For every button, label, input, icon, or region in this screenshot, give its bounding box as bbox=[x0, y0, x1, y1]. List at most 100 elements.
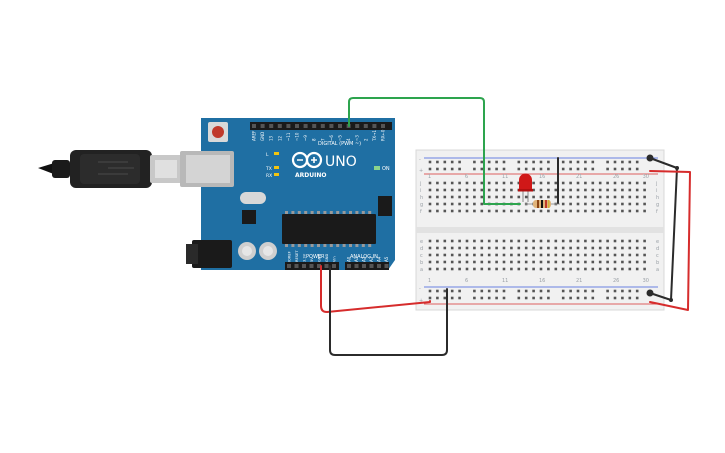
breadboard-hole[interactable] bbox=[628, 267, 632, 271]
breadboard-hole[interactable] bbox=[458, 188, 461, 192]
rail-hole[interactable] bbox=[458, 289, 461, 293]
digital-pin-hole[interactable] bbox=[355, 124, 360, 128]
rail-hole[interactable] bbox=[436, 289, 439, 293]
breadboard-hole[interactable] bbox=[547, 195, 550, 199]
rail-hole[interactable] bbox=[591, 296, 595, 300]
breadboard-hole[interactable] bbox=[569, 253, 572, 257]
rail-hole[interactable] bbox=[495, 167, 498, 171]
rail-hole[interactable] bbox=[591, 167, 595, 171]
breadboard-hole[interactable] bbox=[584, 202, 587, 206]
breadboard-hole[interactable] bbox=[635, 253, 639, 257]
rail-hole[interactable] bbox=[584, 296, 587, 300]
breadboard-hole[interactable] bbox=[450, 246, 454, 250]
breadboard-hole[interactable] bbox=[539, 209, 543, 213]
breadboard-hole[interactable] bbox=[598, 260, 602, 264]
rail-hole[interactable] bbox=[517, 289, 521, 293]
rail-hole[interactable] bbox=[532, 289, 535, 293]
rail-hole[interactable] bbox=[539, 289, 543, 293]
breadboard-hole[interactable] bbox=[635, 239, 639, 243]
rail-hole[interactable] bbox=[628, 289, 632, 293]
rail-hole[interactable] bbox=[628, 296, 632, 300]
breadboard-hole[interactable] bbox=[643, 260, 646, 264]
breadboard-hole[interactable] bbox=[443, 239, 447, 243]
breadboard-hole[interactable] bbox=[606, 202, 609, 206]
breadboard-hole[interactable] bbox=[465, 188, 469, 192]
power-pin-hole[interactable] bbox=[324, 264, 329, 268]
breadboard-hole[interactable] bbox=[591, 253, 595, 257]
rail-hole[interactable] bbox=[561, 160, 565, 164]
breadboard-hole[interactable] bbox=[465, 195, 469, 199]
breadboard-hole[interactable] bbox=[428, 195, 432, 199]
breadboard-hole[interactable] bbox=[428, 260, 432, 264]
rail-hole[interactable] bbox=[621, 296, 624, 300]
rail-hole[interactable] bbox=[539, 160, 543, 164]
breadboard-hole[interactable] bbox=[517, 260, 521, 264]
breadboard-hole[interactable] bbox=[561, 188, 565, 192]
rail-hole[interactable] bbox=[628, 167, 632, 171]
power-pin-hole[interactable] bbox=[317, 264, 321, 268]
rail-hole[interactable] bbox=[628, 160, 632, 164]
breadboard-hole[interactable] bbox=[487, 195, 491, 199]
breadboard-hole[interactable] bbox=[473, 195, 476, 199]
rail-hole[interactable] bbox=[436, 167, 439, 171]
rail-hole[interactable] bbox=[569, 167, 572, 171]
breadboard-hole[interactable] bbox=[606, 181, 609, 185]
breadboard-hole[interactable] bbox=[465, 202, 469, 206]
breadboard-hole[interactable] bbox=[443, 260, 447, 264]
breadboard-hole[interactable] bbox=[510, 195, 513, 199]
breadboard-hole[interactable] bbox=[487, 253, 491, 257]
rail-hole[interactable] bbox=[591, 289, 595, 293]
breadboard-hole[interactable] bbox=[517, 181, 521, 185]
breadboard-hole[interactable] bbox=[584, 253, 587, 257]
rail-hole[interactable] bbox=[561, 296, 565, 300]
rail-hole[interactable] bbox=[443, 167, 447, 171]
breadboard-hole[interactable] bbox=[584, 209, 587, 213]
rail-hole[interactable] bbox=[473, 167, 476, 171]
rail-hole[interactable] bbox=[524, 289, 528, 293]
rail-hole[interactable] bbox=[591, 160, 595, 164]
breadboard-hole[interactable] bbox=[495, 260, 498, 264]
breadboard-hole[interactable] bbox=[576, 202, 580, 206]
rail-hole[interactable] bbox=[621, 160, 624, 164]
breadboard-hole[interactable] bbox=[606, 253, 609, 257]
breadboard-hole[interactable] bbox=[480, 188, 484, 192]
breadboard-hole[interactable] bbox=[458, 181, 461, 185]
breadboard-hole[interactable] bbox=[450, 239, 454, 243]
rail-hole[interactable] bbox=[473, 289, 476, 293]
breadboard-hole[interactable] bbox=[428, 267, 432, 271]
breadboard-hole[interactable] bbox=[510, 260, 513, 264]
breadboard-hole[interactable] bbox=[628, 209, 632, 213]
breadboard-hole[interactable] bbox=[591, 181, 595, 185]
breadboard-hole[interactable] bbox=[569, 202, 572, 206]
breadboard-hole[interactable] bbox=[473, 181, 476, 185]
rail-hole[interactable] bbox=[502, 160, 506, 164]
breadboard-hole[interactable] bbox=[576, 246, 580, 250]
breadboard-hole[interactable] bbox=[436, 181, 439, 185]
rail-hole[interactable] bbox=[532, 160, 535, 164]
rail-hole[interactable] bbox=[569, 160, 572, 164]
breadboard-hole[interactable] bbox=[628, 253, 632, 257]
breadboard-hole[interactable] bbox=[428, 188, 432, 192]
breadboard-hole[interactable] bbox=[591, 202, 595, 206]
breadboard-hole[interactable] bbox=[495, 253, 498, 257]
rail-hole[interactable] bbox=[606, 167, 609, 171]
rail-hole[interactable] bbox=[524, 167, 528, 171]
rail-hole[interactable] bbox=[428, 160, 432, 164]
rail-hole[interactable] bbox=[480, 289, 484, 293]
breadboard-hole[interactable] bbox=[584, 267, 587, 271]
breadboard-hole[interactable] bbox=[613, 253, 617, 257]
breadboard-hole[interactable] bbox=[635, 246, 639, 250]
breadboard-hole[interactable] bbox=[591, 260, 595, 264]
breadboard-hole[interactable] bbox=[495, 181, 498, 185]
breadboard-hole[interactable] bbox=[576, 239, 580, 243]
breadboard-hole[interactable] bbox=[643, 195, 646, 199]
digital-pin-hole[interactable] bbox=[269, 124, 274, 128]
breadboard-hole[interactable] bbox=[495, 209, 498, 213]
rail-hole[interactable] bbox=[561, 167, 565, 171]
breadboard-hole[interactable] bbox=[532, 188, 535, 192]
rail-hole[interactable] bbox=[569, 289, 572, 293]
breadboard-hole[interactable] bbox=[480, 239, 484, 243]
digital-pin-hole[interactable] bbox=[277, 124, 282, 128]
breadboard-hole[interactable] bbox=[436, 246, 439, 250]
breadboard-hole[interactable] bbox=[480, 181, 484, 185]
